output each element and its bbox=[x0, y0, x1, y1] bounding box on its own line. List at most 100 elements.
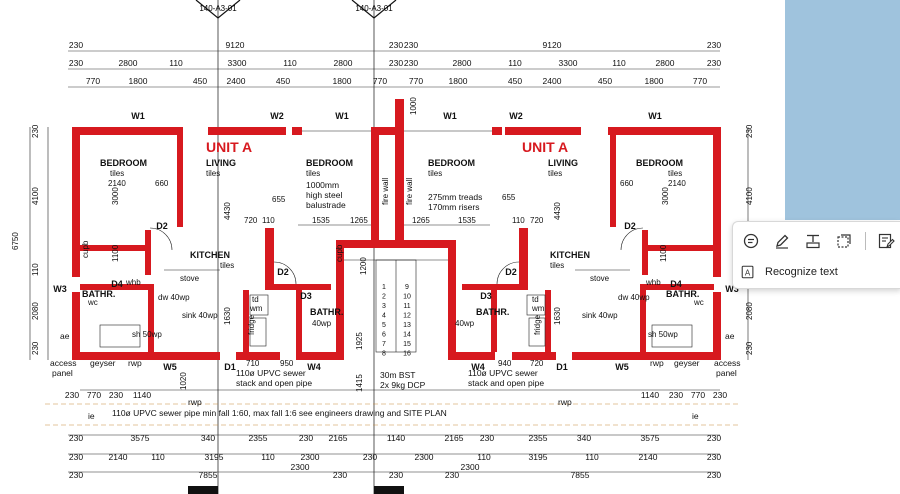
door-tags: D2 D2 D4 D3 D2 D3 D2 D4 D1 D1 bbox=[111, 221, 682, 372]
dimension-label: 230 bbox=[69, 58, 83, 68]
draw-button[interactable] bbox=[769, 228, 795, 254]
side-dimension-label: 2080 bbox=[31, 302, 40, 320]
comment-icon bbox=[743, 233, 759, 249]
dimension-label: 450 bbox=[276, 76, 290, 86]
dimension-label: 230 bbox=[299, 433, 313, 443]
dimension-label: 230 bbox=[389, 40, 403, 50]
door-tag: D1 bbox=[224, 362, 236, 372]
dimension-label: 3195 bbox=[205, 452, 224, 462]
interior-dimension-label: 720 bbox=[244, 216, 258, 225]
interior-dimension-label: 1265 bbox=[412, 216, 430, 225]
room-labels: BEDROOM tiles LIVING tiles BEDROOM tiles… bbox=[82, 158, 699, 317]
side-dimension-label: 6750 bbox=[11, 232, 20, 250]
dimension-label: 2140 bbox=[639, 452, 658, 462]
recognize-text-button[interactable]: A Recognize text bbox=[737, 260, 887, 284]
door-tag: D3 bbox=[480, 291, 492, 301]
room-label-tiles: tiles bbox=[548, 169, 562, 178]
note-line: panel bbox=[716, 368, 737, 378]
recognize-text-label: Recognize text bbox=[765, 266, 838, 278]
door-tag: D2 bbox=[624, 221, 636, 231]
interior-dimension-label: 3000 bbox=[661, 187, 670, 205]
room-label-tiles: tiles bbox=[306, 169, 320, 178]
fixture-label: stove bbox=[590, 274, 610, 283]
drawing-notes: 1000mm high steel balustrade 275mm tread… bbox=[50, 178, 740, 421]
interior-dimension-label: 1265 bbox=[350, 216, 368, 225]
svg-text:A: A bbox=[745, 269, 751, 278]
interior-dimension-label: 4430 bbox=[223, 202, 232, 220]
stair-number: 15 bbox=[403, 341, 411, 348]
interior-dimension-label: 1000 bbox=[409, 97, 418, 115]
dimension-label: 2400 bbox=[543, 76, 562, 86]
note-rwp: rwp bbox=[188, 397, 202, 407]
interior-dimension-label: 1100 bbox=[111, 244, 120, 262]
unit-label: UNIT A bbox=[206, 139, 252, 155]
room-label-bedroom: BEDROOM bbox=[306, 158, 353, 168]
interior-dimension-label: 2140 bbox=[668, 179, 686, 188]
window-tag: W3 bbox=[53, 284, 67, 294]
dimension-label: 1140 bbox=[641, 390, 660, 400]
dimension-label: 1140 bbox=[387, 433, 406, 443]
interior-dimension-label: 660 bbox=[620, 179, 634, 188]
note-line: stack and open pipe bbox=[468, 378, 544, 388]
note-fire-wall: fire wall bbox=[405, 178, 414, 205]
dimension-label: 230 bbox=[69, 40, 83, 50]
interior-dimension-label: 1535 bbox=[312, 216, 330, 225]
dimension-label: 770 bbox=[373, 76, 387, 86]
dimension-label: 9120 bbox=[226, 40, 245, 50]
fixture-label: cupb bbox=[335, 244, 344, 262]
dimension-label: 230 bbox=[669, 390, 683, 400]
side-panel-background bbox=[785, 0, 900, 220]
dimension-label: 2355 bbox=[529, 433, 548, 443]
fixture-label: cupb bbox=[81, 240, 90, 258]
dimension-label: 340 bbox=[201, 433, 215, 443]
room-label-bedroom: BEDROOM bbox=[636, 158, 683, 168]
dimension-label: 2165 bbox=[329, 433, 348, 443]
text-box-icon bbox=[806, 234, 820, 249]
section-cut-marker bbox=[374, 486, 404, 494]
window-tag: W5 bbox=[615, 362, 629, 372]
stair-number: 1 bbox=[382, 284, 386, 291]
dimension-label: 110 bbox=[508, 58, 522, 68]
draw-pen-icon bbox=[776, 234, 789, 249]
dimension-label: 340 bbox=[577, 433, 591, 443]
select-region-button[interactable] bbox=[831, 228, 857, 254]
edit-form-button[interactable] bbox=[873, 228, 899, 254]
note-rwp: rwp bbox=[558, 397, 572, 407]
interior-dimension-label: 720 bbox=[530, 359, 544, 368]
stair-number: 5 bbox=[382, 322, 386, 329]
note-line: access bbox=[50, 358, 76, 368]
top-dimension-lines bbox=[68, 50, 720, 88]
stair-number: 4 bbox=[382, 313, 386, 320]
room-label-bathroom: BATHR. bbox=[82, 289, 115, 299]
stair-number: 8 bbox=[382, 351, 386, 358]
fixture-label: whb bbox=[125, 278, 141, 287]
dimension-label: 230 bbox=[109, 390, 123, 400]
note-line: 1000mm bbox=[306, 180, 339, 190]
stair-number: 14 bbox=[403, 332, 411, 339]
section-marker-label: 140-A3-01 bbox=[355, 4, 393, 13]
dimension-label: 110 bbox=[477, 452, 491, 462]
stair-number: 6 bbox=[382, 332, 386, 339]
dimension-label: 230 bbox=[69, 452, 83, 462]
dimension-label: 2400 bbox=[227, 76, 246, 86]
room-label-bathroom: BATHR. bbox=[310, 307, 343, 317]
room-label-tiles: tiles bbox=[428, 169, 442, 178]
text-box-button[interactable] bbox=[800, 228, 826, 254]
door-tag: D2 bbox=[277, 267, 289, 277]
fixture-label: wc bbox=[87, 298, 98, 307]
note-line: 2x 9kg DCP bbox=[380, 380, 426, 390]
fixture-label: wm bbox=[531, 304, 545, 313]
dimension-label: 1800 bbox=[645, 76, 664, 86]
room-label-tiles: tiles bbox=[110, 169, 124, 178]
note-line: 170mm risers bbox=[428, 202, 479, 212]
window-tag: W2 bbox=[509, 111, 523, 121]
interior-dimension-label: 950 bbox=[280, 359, 294, 368]
walls bbox=[72, 99, 721, 360]
interior-dimension-label: 1200 bbox=[359, 257, 368, 275]
toolbar-separator bbox=[865, 232, 866, 250]
comment-button[interactable] bbox=[738, 228, 764, 254]
